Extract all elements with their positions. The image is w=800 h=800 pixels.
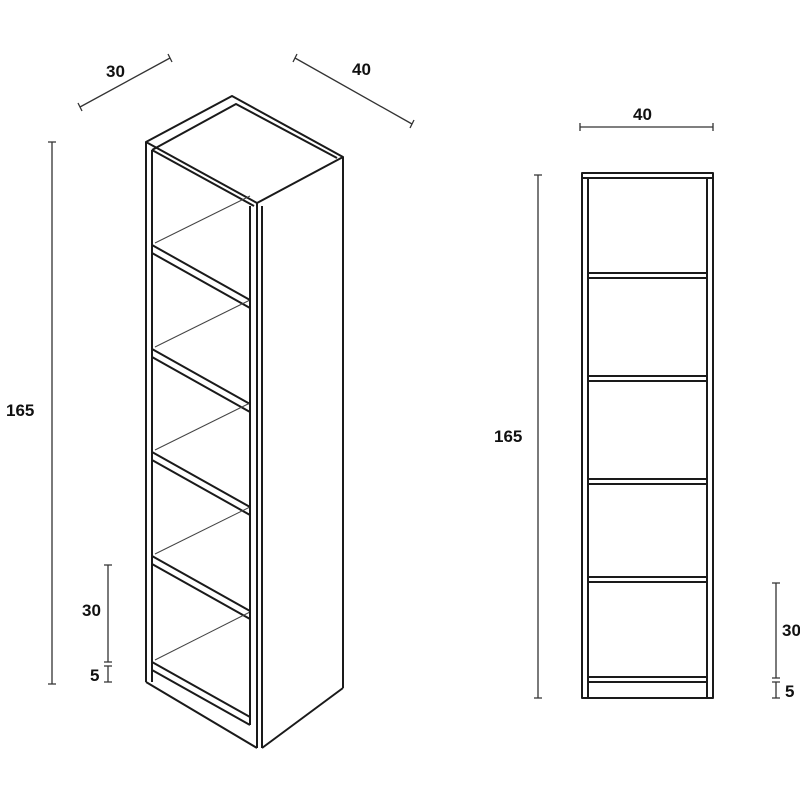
iso-dimensions: 30 40 165 30 5	[6, 53, 415, 685]
front-plinth-label: 5	[785, 682, 794, 701]
front-shelf-gap-label: 30	[782, 621, 800, 640]
front-height-label: 165	[494, 427, 522, 446]
isometric-bookcase	[145, 95, 344, 749]
iso-plinth-label: 5	[90, 666, 99, 685]
iso-depth-label: 30	[106, 62, 125, 81]
iso-shelf-gap-label: 30	[82, 601, 101, 620]
front-bookcase	[581, 172, 714, 699]
iso-width-label: 40	[352, 60, 371, 79]
front-dimensions: 40 165 30 5	[494, 105, 800, 701]
iso-height-label: 165	[6, 401, 34, 420]
front-width-label: 40	[633, 105, 652, 124]
iso-shelves	[151, 195, 251, 661]
